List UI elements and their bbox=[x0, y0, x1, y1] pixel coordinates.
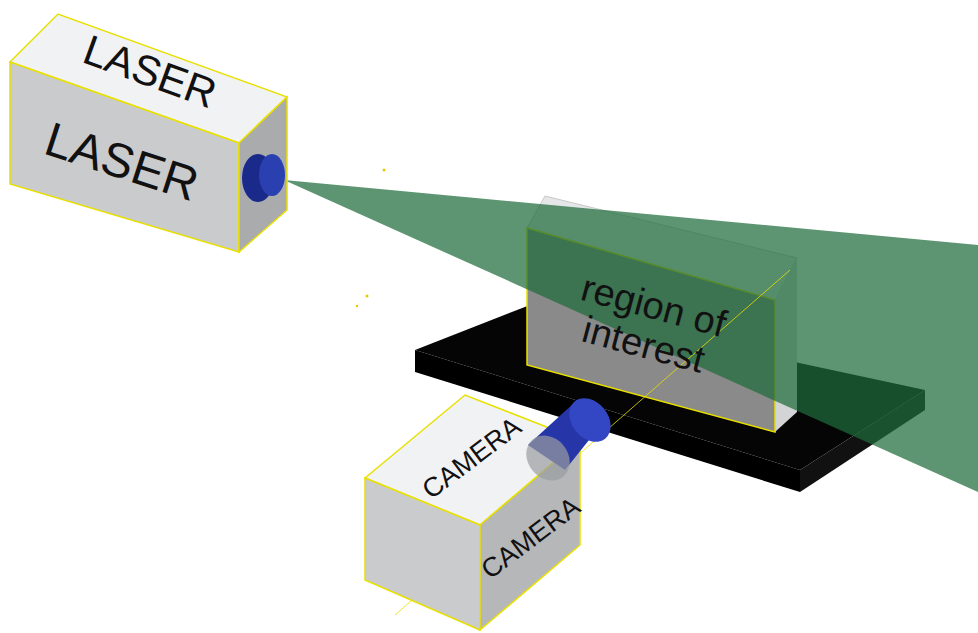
laser-front-label: LASER bbox=[39, 114, 204, 211]
camera-top-label: CAMERA bbox=[417, 412, 526, 504]
camera-node: CAMERACAMERA bbox=[365, 395, 580, 630]
camera-box bbox=[365, 390, 619, 630]
region-node: region of interest bbox=[527, 228, 775, 432]
laser-sheet bbox=[284, 180, 978, 492]
laser-box bbox=[10, 14, 287, 252]
sparkle-dots bbox=[356, 169, 386, 308]
laser-node: LASERLASER bbox=[10, 14, 287, 252]
region-label: region of interest bbox=[539, 261, 758, 391]
camera-side-label: CAMERA bbox=[476, 492, 585, 584]
laser-top-label: LASER bbox=[78, 28, 223, 117]
